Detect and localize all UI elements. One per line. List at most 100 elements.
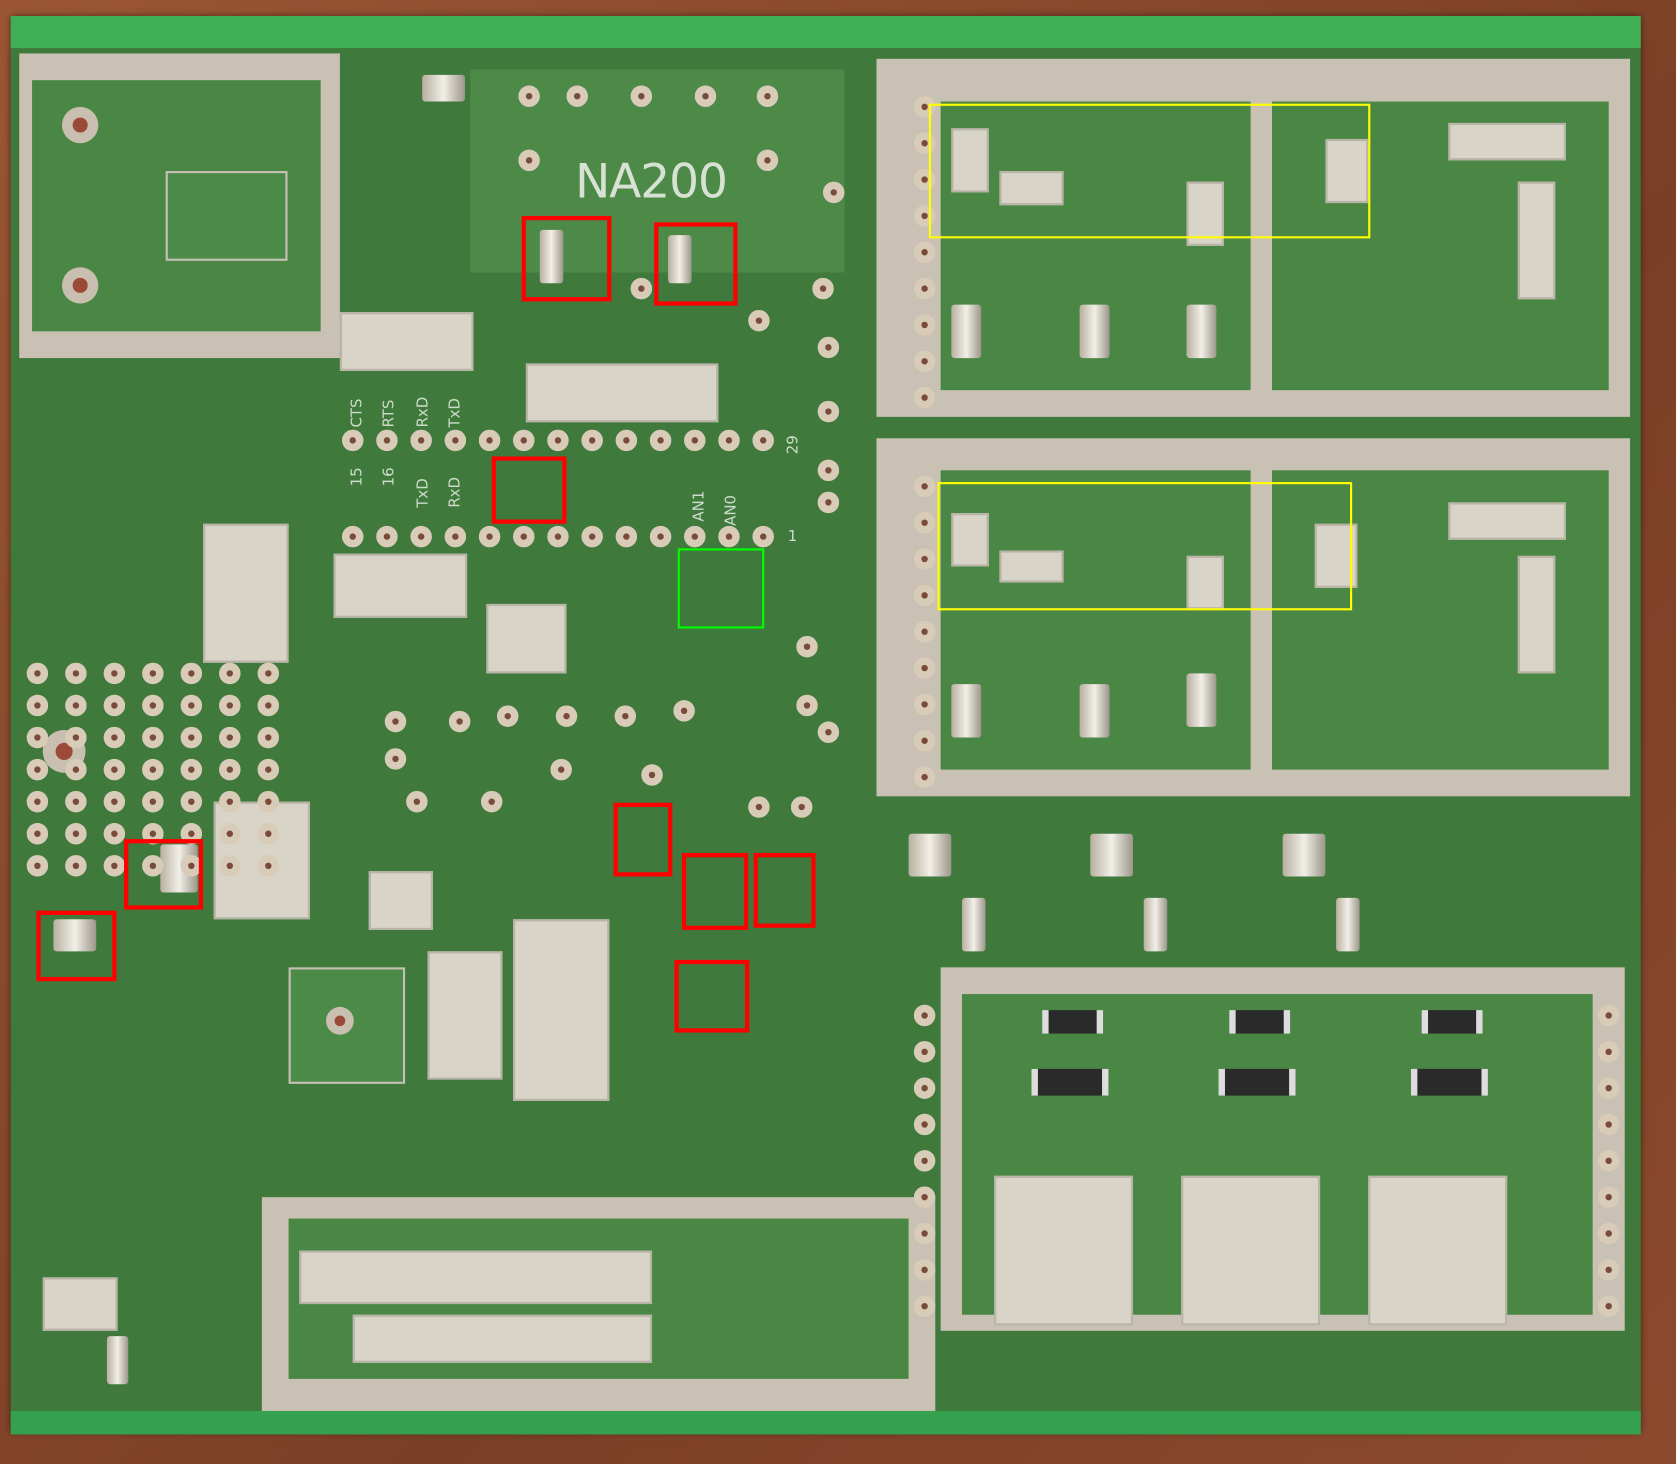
smd-pad bbox=[951, 513, 989, 567]
via bbox=[410, 525, 432, 548]
annotation-green-box bbox=[677, 548, 765, 629]
capacitor bbox=[1079, 684, 1110, 738]
via bbox=[1598, 1150, 1620, 1172]
via bbox=[756, 85, 779, 107]
smd-pad bbox=[203, 523, 289, 663]
via bbox=[65, 855, 87, 877]
via bbox=[913, 241, 936, 263]
resistor bbox=[1229, 1010, 1291, 1034]
via bbox=[817, 336, 840, 359]
via bbox=[649, 525, 672, 548]
via bbox=[913, 277, 936, 300]
via bbox=[342, 525, 364, 548]
via bbox=[913, 657, 936, 679]
via bbox=[913, 621, 936, 643]
via bbox=[913, 1077, 936, 1099]
via bbox=[1598, 1222, 1620, 1245]
via bbox=[752, 429, 774, 452]
via bbox=[180, 726, 203, 749]
capacitor bbox=[908, 833, 952, 877]
via bbox=[518, 149, 540, 172]
via bbox=[219, 823, 241, 845]
annotation-red-box bbox=[521, 215, 612, 302]
via bbox=[1598, 1113, 1620, 1136]
via bbox=[103, 662, 126, 685]
via bbox=[481, 790, 503, 813]
via bbox=[913, 475, 936, 498]
pin-number: 29 bbox=[784, 435, 802, 455]
annotation-yellow-box bbox=[937, 482, 1353, 611]
via bbox=[219, 694, 241, 717]
resistor-array bbox=[333, 553, 468, 618]
via bbox=[1598, 1041, 1620, 1063]
chip-center-via bbox=[326, 1006, 354, 1035]
via bbox=[180, 823, 203, 845]
via bbox=[641, 764, 663, 786]
via bbox=[26, 823, 49, 845]
smd-pad bbox=[513, 919, 610, 1101]
via bbox=[817, 400, 840, 423]
via bbox=[478, 429, 501, 452]
via bbox=[615, 525, 638, 548]
capacitor bbox=[1143, 897, 1168, 952]
mounting-hole bbox=[61, 267, 99, 304]
via bbox=[913, 1222, 936, 1245]
capacitor bbox=[539, 229, 564, 284]
via bbox=[26, 662, 49, 685]
via bbox=[1598, 1004, 1620, 1027]
via bbox=[913, 548, 936, 570]
via bbox=[103, 855, 126, 877]
via bbox=[448, 710, 471, 733]
via bbox=[26, 726, 49, 749]
smd-pad bbox=[368, 871, 433, 930]
resistor bbox=[1042, 1010, 1104, 1034]
via bbox=[65, 790, 87, 813]
capacitor bbox=[1282, 833, 1326, 877]
via bbox=[1598, 1259, 1620, 1281]
via bbox=[630, 277, 653, 300]
via bbox=[1598, 1077, 1620, 1099]
smd-pad bbox=[427, 951, 503, 1080]
via bbox=[581, 429, 603, 452]
via bbox=[913, 1041, 936, 1063]
annotation-red-box bbox=[36, 910, 117, 982]
via bbox=[913, 1295, 936, 1317]
via bbox=[817, 459, 840, 482]
via bbox=[142, 823, 164, 845]
via bbox=[913, 512, 936, 534]
annotation-yellow-box bbox=[928, 103, 1371, 239]
capacitor bbox=[962, 897, 986, 952]
smd-pad bbox=[42, 1277, 118, 1331]
via bbox=[257, 758, 279, 781]
via bbox=[103, 790, 126, 813]
via bbox=[384, 748, 407, 770]
via bbox=[913, 314, 936, 336]
via bbox=[684, 429, 706, 452]
via bbox=[410, 429, 432, 452]
via bbox=[219, 790, 241, 813]
via bbox=[513, 429, 535, 452]
capacitor bbox=[1336, 897, 1360, 952]
via bbox=[566, 85, 588, 107]
smd-pad bbox=[999, 171, 1064, 206]
via bbox=[513, 525, 535, 548]
pin-label: CTS bbox=[348, 398, 366, 428]
via bbox=[1598, 1186, 1620, 1208]
via bbox=[26, 855, 49, 877]
resistor bbox=[1031, 1068, 1109, 1096]
capacitor bbox=[951, 304, 982, 359]
via bbox=[142, 726, 164, 749]
via bbox=[26, 790, 49, 813]
capacitor bbox=[1186, 673, 1217, 727]
capacitor bbox=[951, 684, 982, 738]
resistor bbox=[1218, 1068, 1296, 1096]
via bbox=[376, 525, 398, 548]
pin-label: RxD bbox=[414, 396, 432, 428]
via bbox=[142, 694, 164, 717]
via bbox=[555, 705, 578, 727]
smd-pad bbox=[1448, 502, 1566, 540]
via bbox=[65, 758, 87, 781]
via bbox=[103, 694, 126, 717]
annotation-red-box bbox=[123, 839, 204, 910]
